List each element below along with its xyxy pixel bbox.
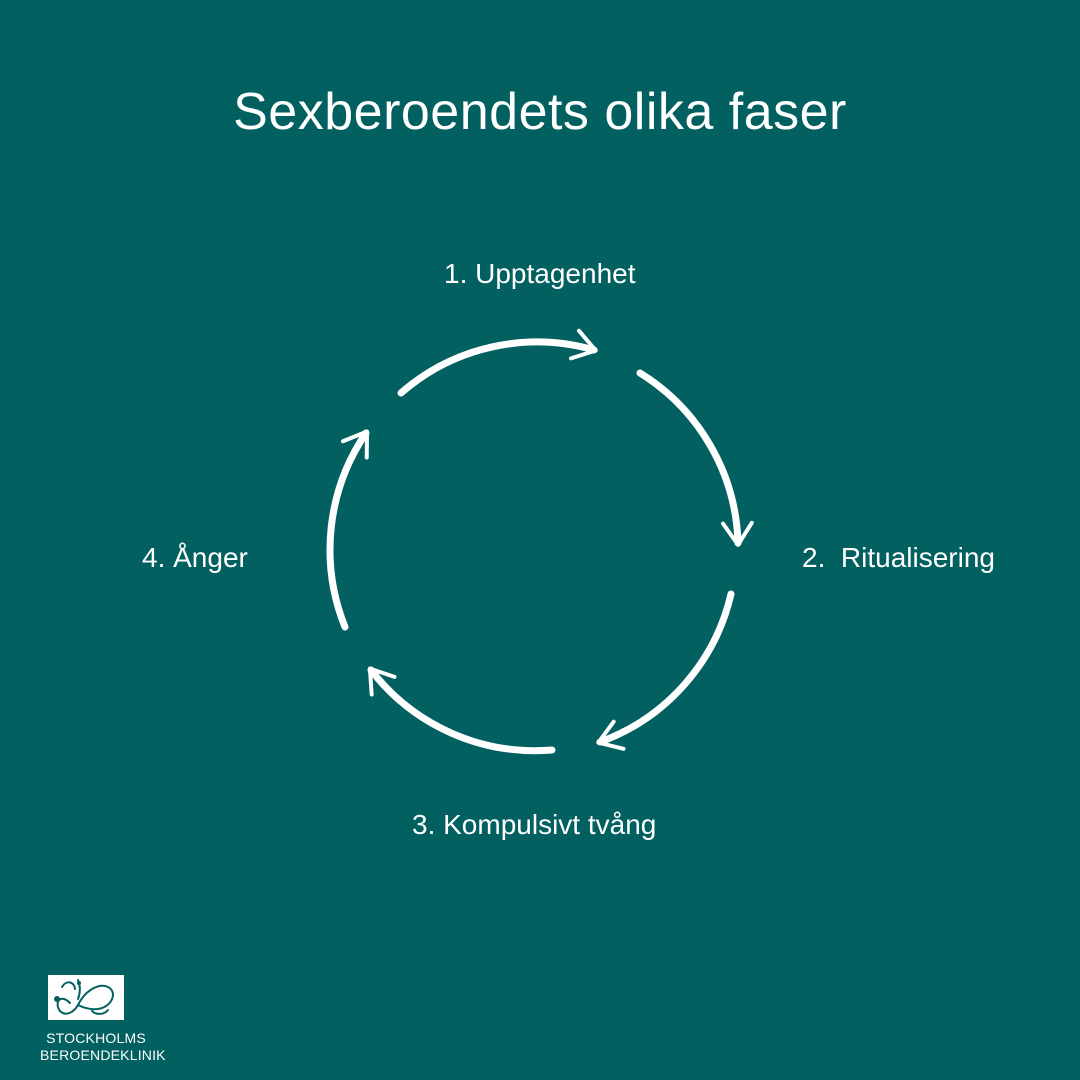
logo-text-line-1: STOCKHOLMS: [46, 1030, 146, 1046]
arrow-phase-1-to-2-icon: [397, 328, 598, 397]
arrow-phase-3-to-4-icon: [596, 590, 735, 751]
logo-text-line-2: BEROENDEKLINIK: [40, 1047, 166, 1063]
arrow-phase-4-to-1-icon: [326, 429, 370, 631]
phase-label-kompulsivt-tvang: 3. Kompulsivt tvång: [412, 809, 657, 840]
arrow-phase-4-to-5-icon: [367, 666, 556, 755]
arrow-phase-2-to-3-icon: [636, 369, 754, 547]
clinic-logo: STOCKHOLMS BEROENDEKLINIK: [40, 975, 166, 1070]
phase-label-anger: 4. Ånger: [142, 542, 248, 573]
page-title: Sexberoendets olika faser: [233, 83, 847, 141]
butterfly-logo-icon: [48, 975, 124, 1020]
phase-label-upptagenhet: 1. Upptagenhet: [444, 258, 636, 289]
phase-label-ritualisering: 2. Ritualisering: [802, 542, 995, 573]
